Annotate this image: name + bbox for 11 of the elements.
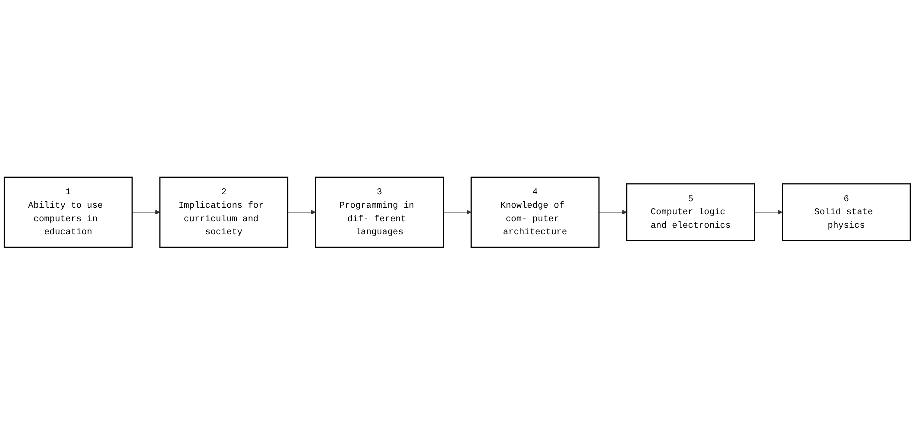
arrow bbox=[754, 210, 783, 214]
arrow bbox=[598, 210, 628, 214]
node-box: 2 Implications for curriculum and society bbox=[160, 176, 289, 248]
arrow bbox=[288, 210, 316, 214]
node-box: 1 Ability to use computers in education bbox=[4, 176, 133, 248]
node-box: 4 Knowledge of com- puter architecture bbox=[470, 176, 600, 248]
node-box: 6 Solid state physics bbox=[782, 183, 912, 241]
node-box: 3 Programming in dif- ferent languages bbox=[315, 176, 444, 248]
arrow bbox=[443, 210, 472, 214]
arrow bbox=[132, 210, 160, 214]
node-box: 5 Computer logic and electronics bbox=[626, 183, 756, 241]
